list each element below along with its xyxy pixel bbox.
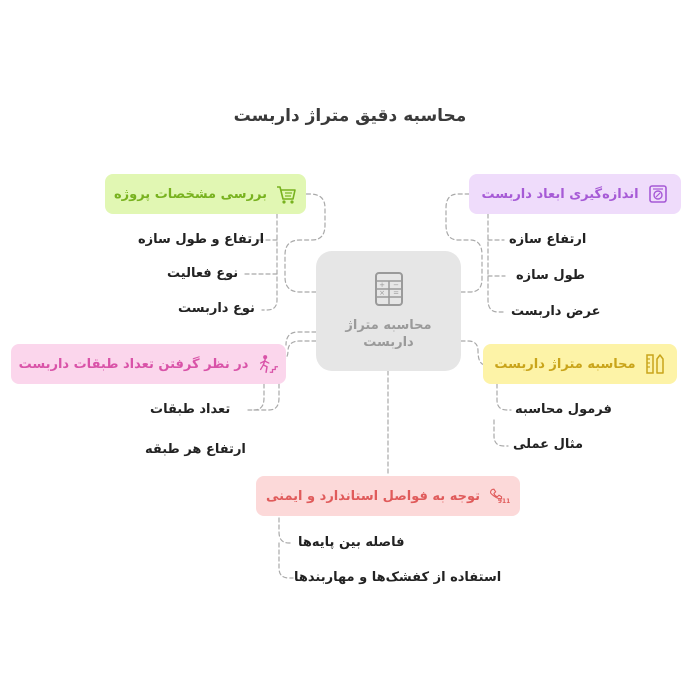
leaf-safety-1: فاصله بین پایه‌ها: [298, 535, 405, 550]
branch-calc[interactable]: محاسبه متراژ داربست: [483, 344, 677, 384]
branch-calc-label: محاسبه متراژ داربست: [494, 356, 636, 372]
calculator-icon: + − × =: [374, 271, 404, 311]
leaf-calc-2: مثال عملی: [513, 437, 584, 452]
leaf-project-3: نوع داربست: [178, 301, 255, 316]
svg-text:911: 911: [498, 499, 510, 505]
branch-measure-label: اندازه‌گیری ابعاد داربست: [481, 186, 639, 202]
branch-safety-label: توجه به فواصل استاندارد و ایمنی: [266, 488, 480, 504]
leaf-measure-3: عرض داربست: [511, 304, 601, 319]
branch-project-label: بررسی مشخصات پروژه: [113, 186, 268, 202]
diagram-title: محاسبه دقیق متراژ داربست: [233, 106, 467, 126]
branch-project[interactable]: بررسی مشخصات پروژه: [105, 174, 306, 214]
svg-text:=: =: [393, 289, 399, 297]
svg-text:−: −: [393, 281, 399, 289]
branch-measure[interactable]: اندازه‌گیری ابعاد داربست: [469, 174, 681, 214]
leaf-floors-1: تعداد طبقات: [150, 402, 231, 417]
leaf-measure-1: ارتفاع سازه: [509, 232, 587, 247]
leaf-project-1: ارتفاع و طول سازه: [138, 232, 265, 247]
svg-text:×: ×: [379, 289, 385, 297]
leaf-safety-2: استفاده از کفشک‌ها و مهاربندها: [294, 570, 502, 585]
leaf-floors-2: ارتفاع هر طبقه: [145, 442, 246, 457]
leaf-project-2: نوع فعالیت: [167, 266, 239, 281]
cart-checklist-icon: [275, 183, 297, 205]
svg-text:+: +: [379, 281, 385, 289]
climbing-stairs-icon: [256, 353, 279, 375]
measurement-icon: [647, 183, 669, 205]
leaf-calc-1: فرمول محاسبه: [515, 402, 612, 417]
branch-floors[interactable]: در نظر گرفتن تعداد طبقات داربست: [11, 344, 286, 384]
branch-floors-label: در نظر گرفتن تعداد طبقات داربست: [18, 356, 249, 372]
emergency-phone-icon: 911: [488, 485, 510, 507]
center-label: محاسبه متراژ داربست: [345, 318, 432, 350]
leaf-measure-2: طول سازه: [516, 268, 586, 283]
center-node[interactable]: + − × = محاسبه متراژ داربست: [316, 251, 461, 371]
branch-safety[interactable]: 911 توجه به فواصل استاندارد و ایمنی: [256, 476, 520, 516]
ruler-pencil-icon: [644, 353, 666, 375]
